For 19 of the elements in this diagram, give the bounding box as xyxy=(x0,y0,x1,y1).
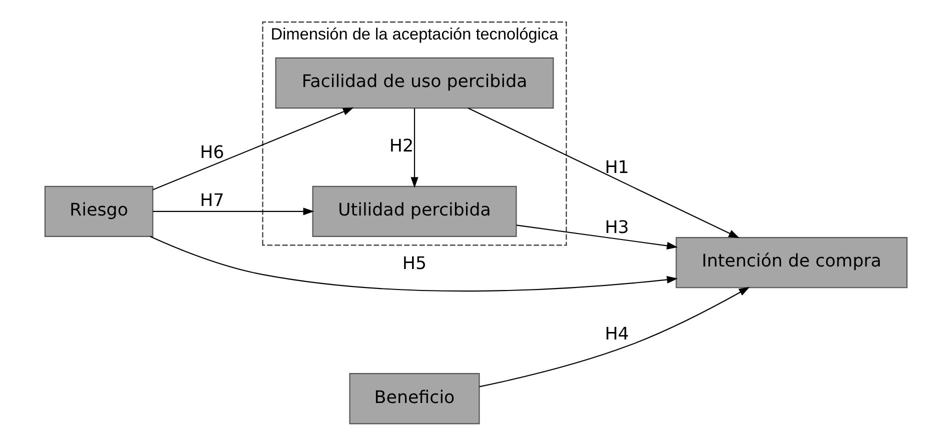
edge-label: H6 xyxy=(200,142,224,162)
arrow xyxy=(516,224,678,249)
arrow xyxy=(468,107,740,238)
node-box: Facilidad de uso percibida xyxy=(275,56,554,108)
edge-label: H2 xyxy=(389,136,414,156)
node-box: Riesgo xyxy=(44,185,154,236)
edge-label: H4 xyxy=(604,324,630,344)
arrow xyxy=(150,236,678,292)
arrow xyxy=(410,108,418,188)
arrow xyxy=(152,207,314,215)
node-box: Intención de compra xyxy=(676,236,908,288)
edge-label: H7 xyxy=(200,190,224,210)
arrow xyxy=(152,106,354,190)
edge-label: H5 xyxy=(402,253,427,274)
node-box: Utilidad percibida xyxy=(312,185,517,236)
edge-label: H3 xyxy=(604,217,630,238)
node-box: Beneficio xyxy=(349,372,480,424)
edge-label: H1 xyxy=(604,158,630,178)
arrow xyxy=(479,286,750,387)
